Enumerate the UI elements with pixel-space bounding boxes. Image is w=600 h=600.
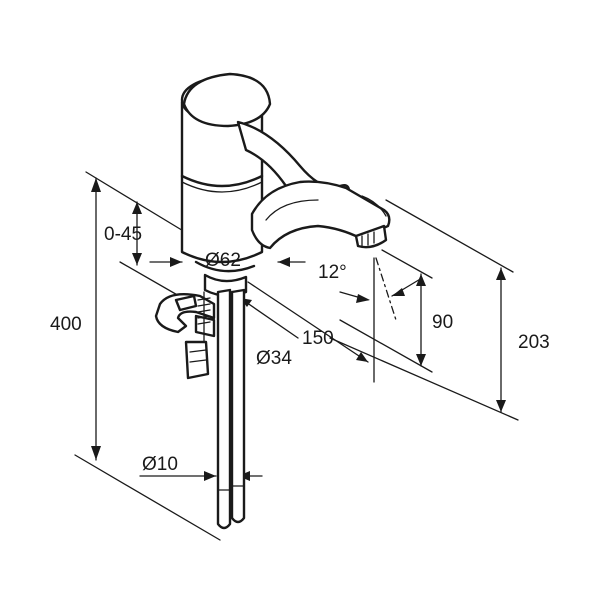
- faucet-body: [180, 72, 272, 297]
- label-spout-angle: 12°: [318, 262, 347, 283]
- label-outlet-clearance: 90: [432, 312, 453, 333]
- spout: [250, 180, 391, 250]
- label-spout-height: 203: [518, 332, 550, 353]
- mounting-clamp: [154, 291, 216, 380]
- label-base-diameter: Ø62: [205, 250, 241, 271]
- label-total-height: 400: [50, 314, 82, 335]
- label-spout-reach: 150: [302, 328, 334, 349]
- dimension-lines: [74, 171, 519, 541]
- label-hole-diameter: Ø34: [256, 348, 292, 369]
- label-clamping-range: 0-45: [104, 224, 142, 245]
- label-hose-diameter: Ø10: [142, 454, 178, 475]
- supply-hoses: [216, 288, 246, 530]
